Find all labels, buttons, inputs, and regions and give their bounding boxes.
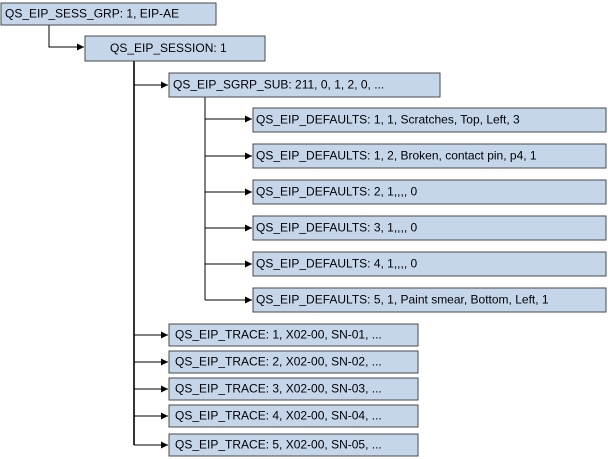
node-defaults-6: QS_EIP_DEFAULTS: 5, 1, Paint smear, Bott… <box>252 287 607 313</box>
node-sess-grp: QS_EIP_SESS_GRP: 1, EIP-AE <box>0 2 217 26</box>
node-trace-label: QS_EIP_TRACE: 4, X02-00, SN-04, ... <box>175 409 382 423</box>
connectors <box>48 25 252 449</box>
node-sess-grp-label: QS_EIP_SESS_GRP: 1, EIP-AE <box>5 7 179 21</box>
node-session: QS_EIP_SESSION: 1 <box>84 35 266 62</box>
node-defaults-label: QS_EIP_DEFAULTS: 1, 1, Scratches, Top, L… <box>256 113 520 127</box>
node-defaults-2: QS_EIP_DEFAULTS: 1, 2, Broken, contact p… <box>252 143 607 169</box>
node-defaults-1: QS_EIP_DEFAULTS: 1, 1, Scratches, Top, L… <box>252 107 607 133</box>
node-trace-label: QS_EIP_TRACE: 3, X02-00, SN-03, ... <box>175 382 382 396</box>
node-trace-label: QS_EIP_TRACE: 2, X02-00, SN-02, ... <box>175 355 382 369</box>
node-defaults-5: QS_EIP_DEFAULTS: 4, 1,,,, 0 <box>252 251 607 277</box>
node-trace-label: QS_EIP_TRACE: 5, X02-00, SN-05, ... <box>175 438 382 452</box>
connector-root-session <box>48 25 84 51</box>
node-defaults-label: QS_EIP_DEFAULTS: 5, 1, Paint smear, Bott… <box>256 293 549 307</box>
node-sgrp-sub-label: QS_EIP_SGRP_SUB: 211, 0, 1, 2, 0, ... <box>173 78 384 92</box>
node-trace-1: QS_EIP_TRACE: 1, X02-00, SN-01, ... <box>168 323 419 347</box>
node-session-label: QS_EIP_SESSION: 1 <box>110 41 227 55</box>
node-defaults-3: QS_EIP_DEFAULTS: 2, 1,,,, 0 <box>252 179 607 205</box>
node-trace-5: QS_EIP_TRACE: 5, X02-00, SN-05, ... <box>168 433 419 457</box>
node-defaults-label: QS_EIP_DEFAULTS: 4, 1,,,, 0 <box>256 257 418 271</box>
node-defaults-label: QS_EIP_DEFAULTS: 1, 2, Broken, contact p… <box>256 149 537 163</box>
node-sgrp-sub: QS_EIP_SGRP_SUB: 211, 0, 1, 2, 0, ... <box>168 72 441 98</box>
node-trace-4: QS_EIP_TRACE: 4, X02-00, SN-04, ... <box>168 404 419 428</box>
node-trace-label: QS_EIP_TRACE: 1, X02-00, SN-01, ... <box>175 328 382 342</box>
node-defaults-4: QS_EIP_DEFAULTS: 3, 1,,,, 0 <box>252 215 607 241</box>
node-defaults-label: QS_EIP_DEFAULTS: 3, 1,,,, 0 <box>256 221 418 235</box>
node-defaults-label: QS_EIP_DEFAULTS: 2, 1,,,, 0 <box>256 185 418 199</box>
node-trace-2: QS_EIP_TRACE: 2, X02-00, SN-02, ... <box>168 350 419 374</box>
node-trace-3: QS_EIP_TRACE: 3, X02-00, SN-03, ... <box>168 377 419 401</box>
